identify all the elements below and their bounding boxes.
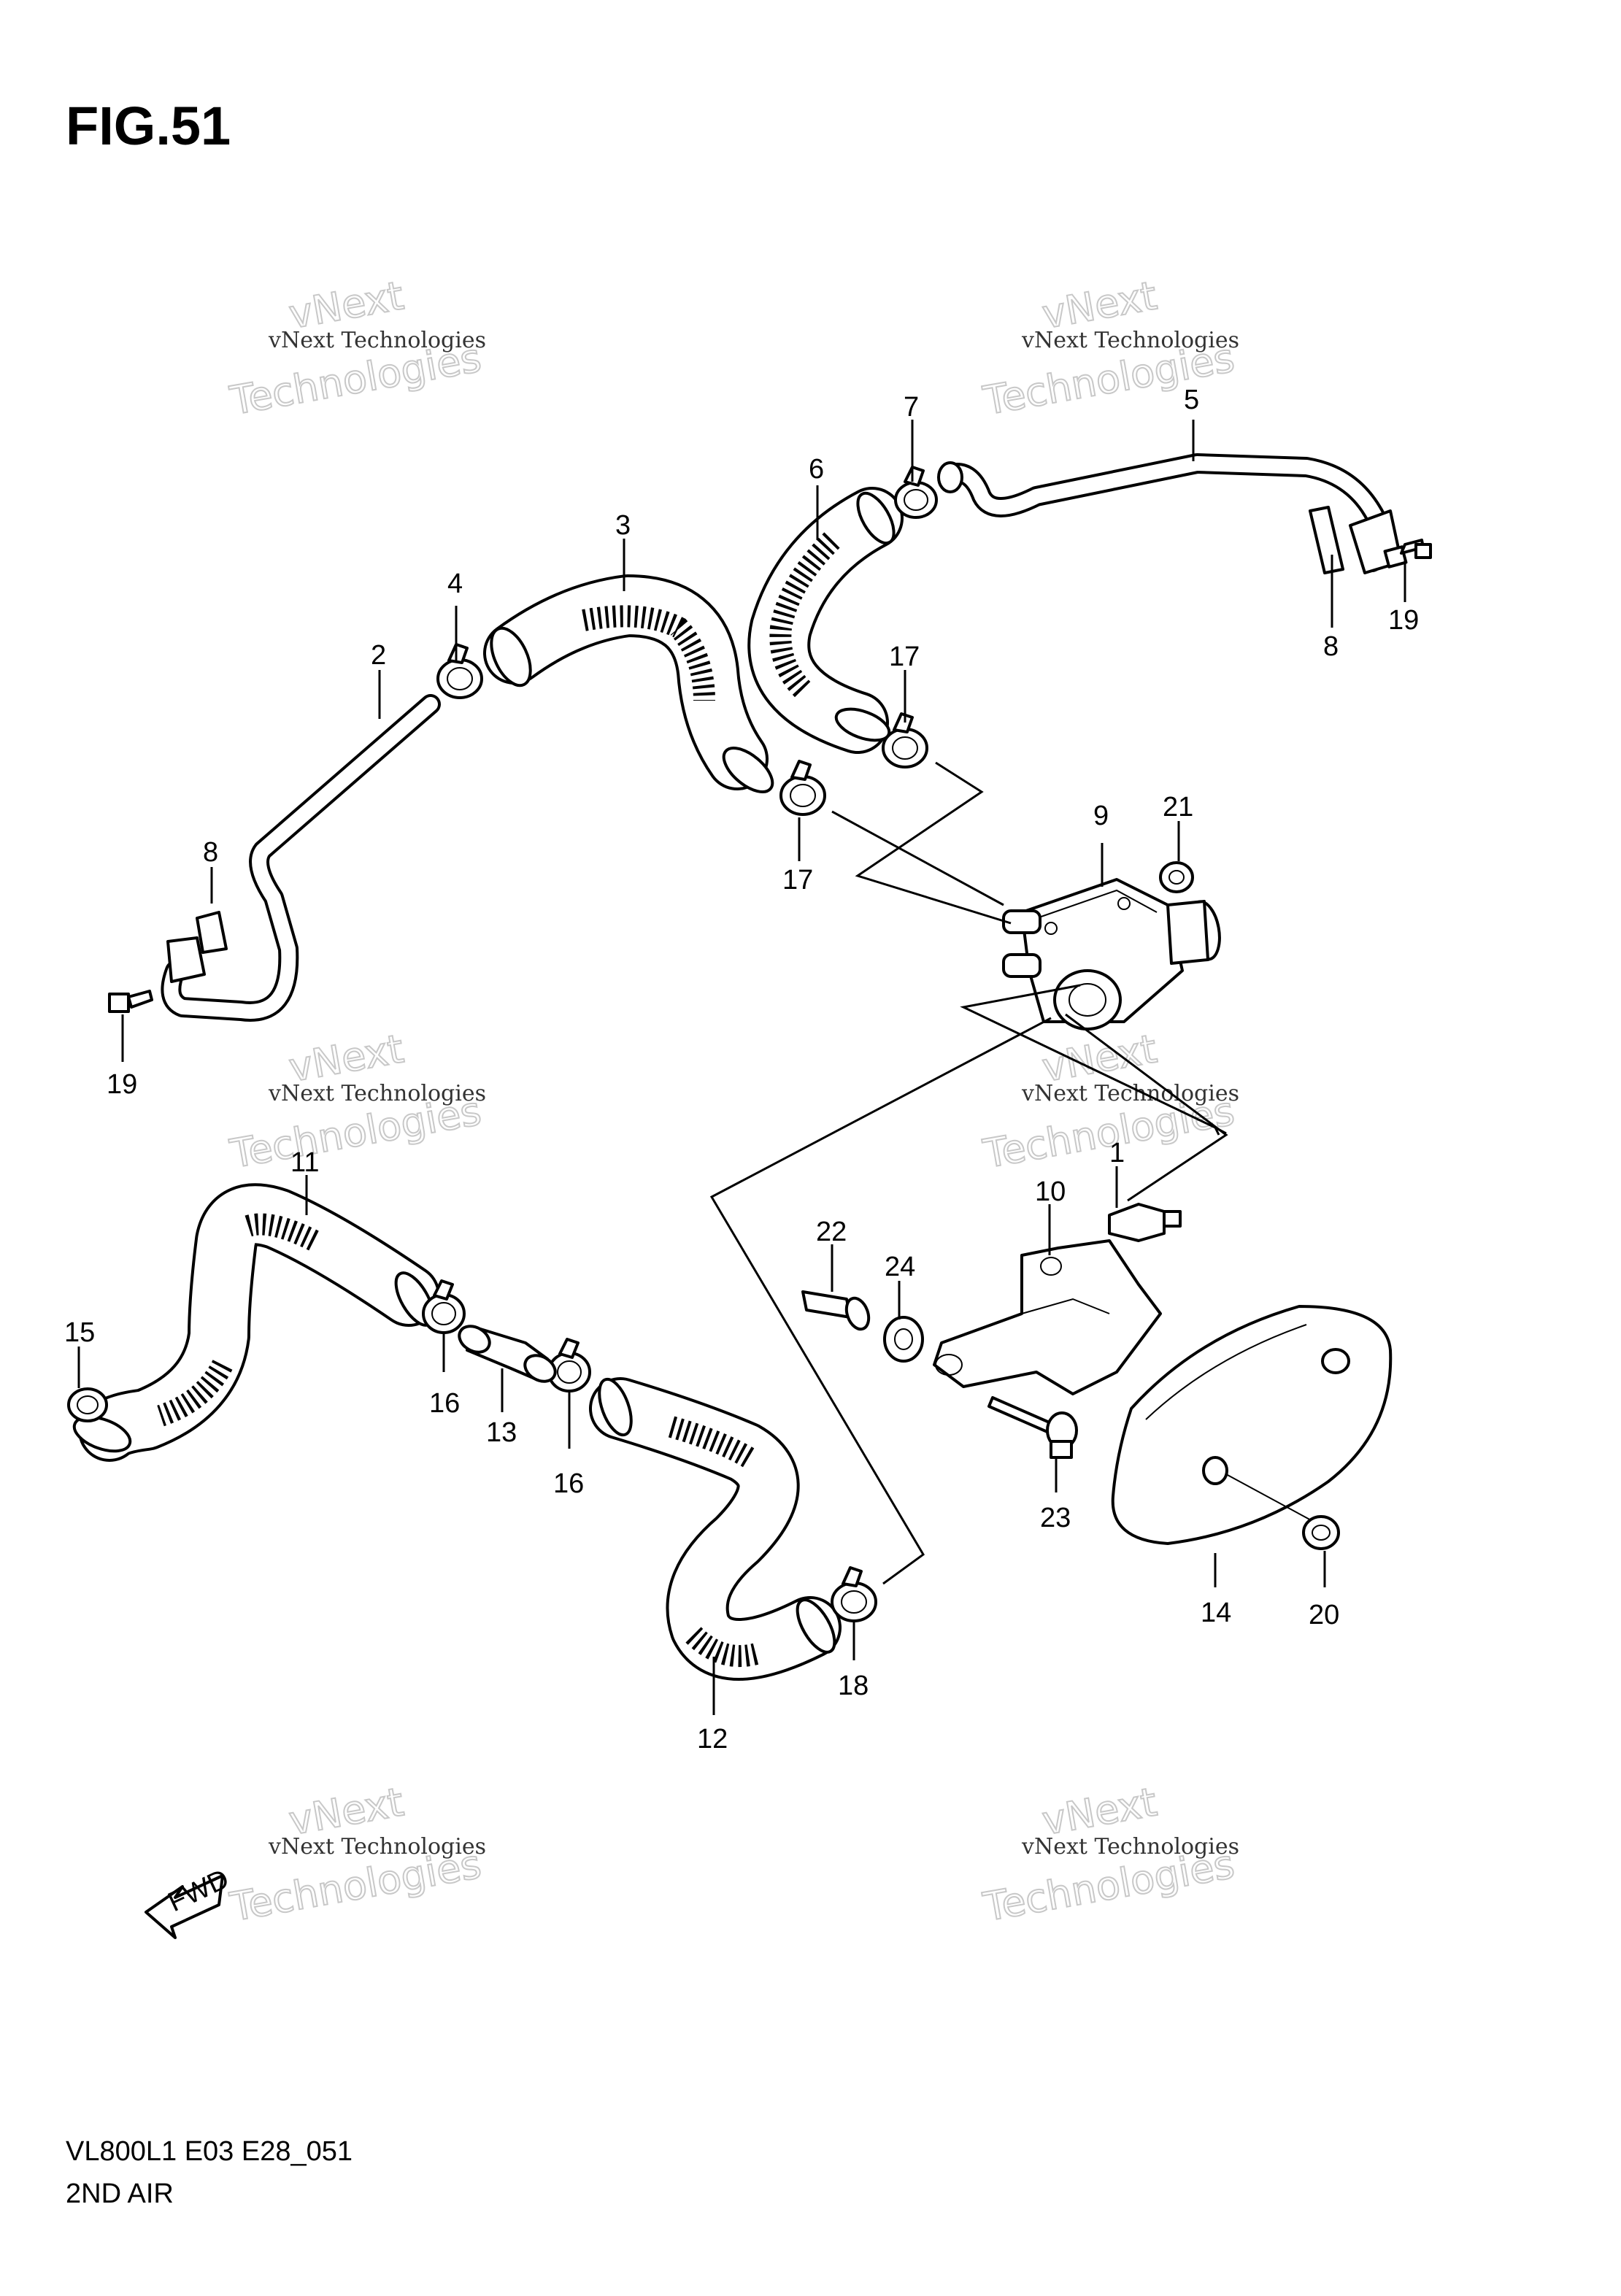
part-clamp-16-left <box>422 1279 466 1334</box>
part-hose-11 <box>72 1183 440 1462</box>
part-nut-21 <box>1159 861 1194 893</box>
fwd-arrow-icon: FWD <box>145 1864 234 1939</box>
part-clamp-17-lower <box>779 760 826 816</box>
callout-16-left: 16 <box>429 1388 460 1419</box>
part-bolt-19-left <box>108 990 153 1013</box>
part-bolt-19-right <box>1383 539 1432 569</box>
watermark-small: vNext Technologies <box>268 1834 486 1860</box>
callout-4: 4 <box>447 569 463 599</box>
watermark-small: vNext Technologies <box>1021 1834 1239 1860</box>
part-valve-1 <box>1108 1203 1182 1242</box>
callout-19-right: 19 <box>1388 605 1419 636</box>
callout-10: 10 <box>1035 1176 1066 1207</box>
callout-15: 15 <box>64 1317 95 1348</box>
watermark-small: vNext Technologies <box>268 1081 486 1106</box>
section-title: 2ND AIR <box>66 2178 174 2209</box>
callout-14: 14 <box>1201 1598 1231 1628</box>
callout-20: 20 <box>1309 1600 1339 1630</box>
callout-5: 5 <box>1184 385 1199 415</box>
callout-1: 1 <box>1109 1138 1125 1168</box>
part-valve-9 <box>1002 878 1221 1030</box>
callout-21: 21 <box>1163 792 1193 823</box>
part-clamp-18 <box>831 1566 877 1622</box>
part-joint-13 <box>458 1325 557 1383</box>
part-nut-20 <box>1302 1515 1340 1550</box>
callout-7: 7 <box>904 392 919 423</box>
part-clamp-15 <box>67 1387 108 1422</box>
watermark-bottom-left: Technologies vNext vNext Technologies <box>226 1778 486 1931</box>
watermark-mid-right: Technologies vNext vNext Technologies <box>979 1025 1239 1178</box>
callout-24: 24 <box>885 1252 915 1282</box>
watermark-top-left: Technologies vNext vNext Technologies <box>226 271 486 425</box>
callout-19-left: 19 <box>107 1069 137 1100</box>
part-clamp-7 <box>894 466 938 519</box>
part-clamp-16-right <box>547 1338 591 1392</box>
watermark-small: vNext Technologies <box>1021 1081 1239 1106</box>
callout-22: 22 <box>816 1217 847 1247</box>
part-hose-3 <box>483 574 774 793</box>
watermark-mid-left: Technologies vNext vNext Technologies <box>226 1025 486 1178</box>
callout-9: 9 <box>1093 801 1109 831</box>
callout-6: 6 <box>809 454 824 485</box>
callout-11: 11 <box>290 1147 319 1178</box>
part-grommet-8-right <box>1309 506 1344 574</box>
figure-title: FIG.51 <box>66 96 231 156</box>
part-clamp-17-upper <box>882 712 928 768</box>
callout-labels: 5 7 6 3 4 2 17 17 8 19 8 19 9 21 11 15 1… <box>64 385 1419 1754</box>
watermark-bottom-right: Technologies vNext vNext Technologies <box>979 1778 1239 1931</box>
callout-17-upper: 17 <box>889 642 920 672</box>
part-pin-22 <box>801 1290 871 1331</box>
part-clamp-4 <box>436 643 483 699</box>
part-pipe-5 <box>937 453 1403 574</box>
callout-8-right: 8 <box>1323 631 1339 662</box>
part-bracket-10 <box>933 1239 1162 1395</box>
part-hose-12 <box>589 1377 842 1681</box>
callout-12: 12 <box>697 1724 728 1754</box>
reference-lines <box>709 761 1228 1585</box>
callout-17-lower: 17 <box>782 865 813 895</box>
watermark-small: vNext Technologies <box>268 328 486 353</box>
model-code: VL800L1 E03 E28_051 <box>66 2136 353 2167</box>
part-hose-6 <box>747 487 904 754</box>
part-bolt-23 <box>987 1396 1078 1459</box>
watermark-top-right: Technologies vNext vNext Technologies <box>979 271 1239 425</box>
callout-13: 13 <box>486 1417 517 1448</box>
leader-lines <box>77 420 1406 1715</box>
watermark-small: vNext Technologies <box>1021 328 1239 353</box>
callout-2: 2 <box>371 640 386 671</box>
callout-18: 18 <box>838 1671 869 1701</box>
part-cover-14 <box>1111 1305 1393 1545</box>
part-bushing-24 <box>883 1316 924 1363</box>
callout-23: 23 <box>1040 1503 1071 1533</box>
part-grommet-8-left <box>196 911 228 954</box>
callout-3: 3 <box>615 510 631 541</box>
part-pipe-2 <box>161 694 441 1022</box>
callout-16-right: 16 <box>553 1468 584 1499</box>
callout-8-left: 8 <box>203 837 218 868</box>
